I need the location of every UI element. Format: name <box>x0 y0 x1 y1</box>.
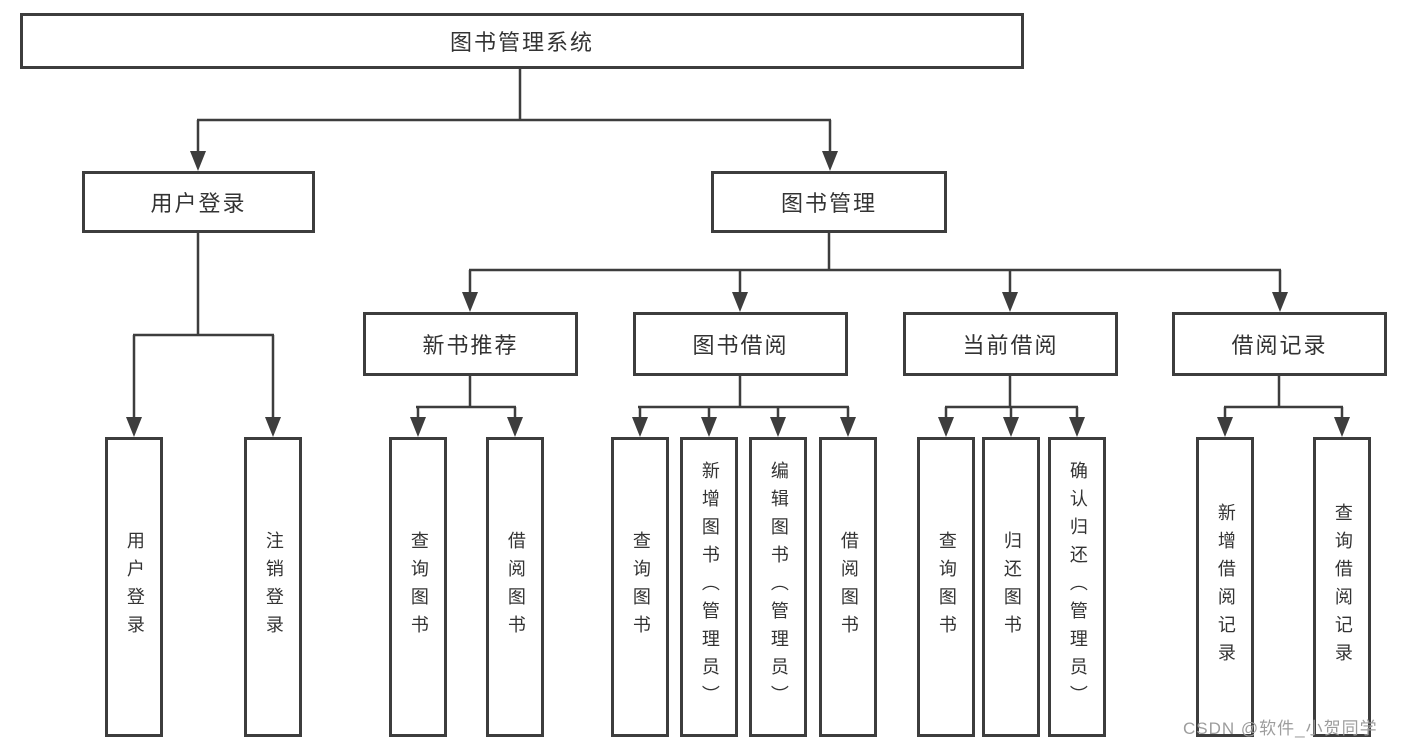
leaf-user-login: 用户登录 <box>105 437 163 737</box>
node-current-borrowing: 当前借阅 <box>903 312 1118 376</box>
arrow-down-icon <box>126 417 142 437</box>
arrow-down-icon <box>1069 417 1085 437</box>
arrowheads <box>126 151 1350 437</box>
leaf-query-books-borrowing: 查询图书 <box>611 437 669 737</box>
arrow-down-icon <box>701 417 717 437</box>
arrow-down-icon <box>462 292 478 312</box>
leaf-borrow-books-borrowing: 借阅图书 <box>819 437 877 737</box>
arrow-down-icon <box>1003 417 1019 437</box>
arrow-down-icon <box>632 417 648 437</box>
node-system-root: 图书管理系统 <box>20 13 1024 69</box>
arrow-down-icon <box>1002 292 1018 312</box>
leaf-confirm-return-admin: 确认归还（管理员） <box>1048 437 1106 737</box>
leaf-add-borrow-record: 新增借阅记录 <box>1196 437 1254 737</box>
arrow-down-icon <box>265 417 281 437</box>
leaf-query-borrow-record: 查询借阅记录 <box>1313 437 1371 737</box>
arrow-down-icon <box>1217 417 1233 437</box>
arrow-down-icon <box>732 292 748 312</box>
leaf-add-books-admin: 新增图书（管理员） <box>680 437 738 737</box>
leaf-return-books: 归还图书 <box>982 437 1040 737</box>
arrow-down-icon <box>822 151 838 171</box>
arrow-down-icon <box>840 417 856 437</box>
watermark: CSDN @软件_小贺同学 <box>1183 719 1378 738</box>
leaf-edit-books-admin: 编辑图书（管理员） <box>749 437 807 737</box>
node-user-login: 用户登录 <box>82 171 315 233</box>
leaf-query-books-current: 查询图书 <box>917 437 975 737</box>
node-book-borrowing: 图书借阅 <box>633 312 848 376</box>
leaf-logout: 注销登录 <box>244 437 302 737</box>
node-book-management: 图书管理 <box>711 171 947 233</box>
arrow-down-icon <box>1272 292 1288 312</box>
arrow-down-icon <box>190 151 206 171</box>
node-borrowing-records: 借阅记录 <box>1172 312 1387 376</box>
connector-path <box>132 69 1344 419</box>
arrow-down-icon <box>1334 417 1350 437</box>
node-new-book-recommendation: 新书推荐 <box>363 312 578 376</box>
arrow-down-icon <box>938 417 954 437</box>
arrow-down-icon <box>410 417 426 437</box>
leaf-query-books-recommend: 查询图书 <box>389 437 447 737</box>
leaf-borrow-books-recommend: 借阅图书 <box>486 437 544 737</box>
arrow-down-icon <box>507 417 523 437</box>
arrow-down-icon <box>770 417 786 437</box>
